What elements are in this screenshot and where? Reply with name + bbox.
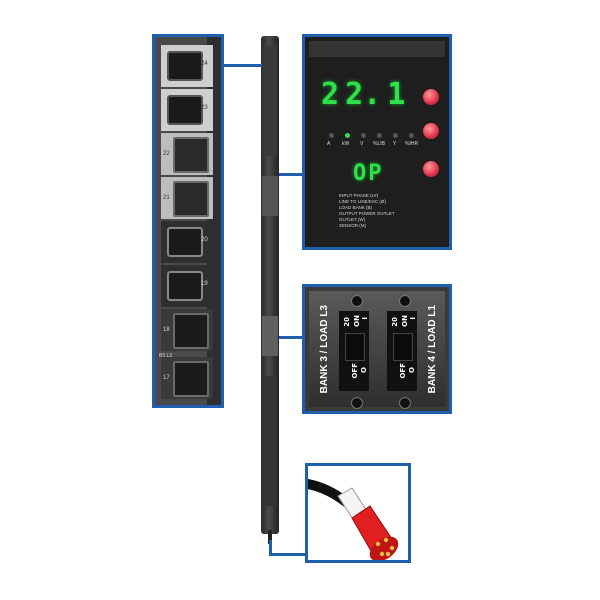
breaker-right-on-symbol: I bbox=[409, 317, 417, 320]
screw-bottom-right bbox=[399, 397, 411, 409]
mode-readout: OP bbox=[353, 161, 384, 186]
breaker-left-off-symbol: O bbox=[360, 367, 368, 373]
screw-bottom-left bbox=[351, 397, 363, 409]
menu-item-2: LINE TO LINE/ESC (Ø) bbox=[339, 199, 386, 204]
indicator-label-ihr: %IHR bbox=[405, 141, 419, 147]
breaker-right-amp: 20 bbox=[391, 317, 399, 327]
pdu-breaker-module bbox=[262, 316, 278, 356]
indicator-led-ihr bbox=[409, 133, 414, 138]
indicator-led-v bbox=[361, 133, 366, 138]
indicator-led-kw bbox=[345, 133, 350, 138]
outlet-17-number: 17 bbox=[163, 375, 170, 381]
breaker-left-off: OFF bbox=[351, 363, 359, 379]
iec-plug-image bbox=[308, 479, 399, 560]
digit-2: 2. bbox=[345, 77, 382, 112]
breaker-right-on: ON bbox=[401, 315, 409, 327]
bank-label: B3 L3 bbox=[159, 353, 173, 359]
outlet-24: 24 bbox=[161, 45, 213, 87]
outlet-21-socket bbox=[173, 181, 209, 217]
display-callout: 2 2. 1 A kW V %LIB Y %IHR OP INPUT PHASE… bbox=[302, 34, 452, 250]
breaker-faceplate bbox=[309, 291, 445, 407]
connector-line-display bbox=[279, 173, 304, 176]
indicator-label-lib: %LIB bbox=[373, 141, 385, 147]
pdu-lower-module bbox=[263, 376, 277, 506]
breaker-left-amp: 20 bbox=[343, 317, 351, 327]
display-bezel bbox=[309, 41, 445, 57]
outlet-17: 17 bbox=[161, 357, 213, 399]
select-button[interactable] bbox=[423, 161, 439, 177]
outlet-19: 19 bbox=[161, 265, 213, 307]
indicator-row: A kW V %LIB Y %IHR bbox=[327, 133, 419, 155]
outlet-21: 21 bbox=[161, 177, 213, 219]
outlet-22: 22 bbox=[161, 133, 213, 175]
pdu-display-module bbox=[262, 176, 278, 216]
outlet-20-socket bbox=[167, 227, 203, 257]
breaker-right-off-symbol: O bbox=[408, 367, 416, 373]
menu-item-6: SENSOR (M) bbox=[339, 223, 366, 228]
menu-item-5: OUTLET (W) bbox=[339, 217, 366, 222]
outlet-18-number: 18 bbox=[163, 327, 170, 333]
outlets-callout: 24 23 22 21 20 19 18 B3 L3 17 bbox=[152, 34, 224, 408]
breaker-left-on: ON bbox=[353, 315, 361, 327]
outlet-23-socket bbox=[167, 95, 203, 125]
menu-list: INPUT PHASE (L#) LINE TO LINE/ESC (Ø) LO… bbox=[339, 193, 419, 229]
outlet-18-socket bbox=[173, 313, 209, 349]
breaker-left-on-symbol: I bbox=[361, 317, 369, 320]
digit-3: 1 bbox=[387, 77, 406, 112]
screw-top-right bbox=[399, 295, 411, 307]
outlet-19-socket bbox=[167, 271, 203, 301]
bank-4-label: BANK 4 / LOAD L1 bbox=[427, 305, 438, 394]
outlet-24-number: 24 bbox=[201, 61, 208, 67]
digit-1: 2 bbox=[321, 77, 340, 112]
indicator-label-kw: kW bbox=[342, 141, 350, 147]
outlet-17-socket bbox=[173, 361, 209, 397]
outlet-22-socket bbox=[173, 137, 209, 173]
breaker-callout: 20 ON I OFF O 20 ON I OFF O BANK 3 / LOA… bbox=[302, 284, 452, 414]
breaker-right-off: OFF bbox=[399, 363, 407, 379]
indicator-label-v: V bbox=[360, 141, 364, 147]
indicator-label-y: Y bbox=[393, 141, 397, 147]
breaker-right-switch[interactable] bbox=[393, 333, 413, 361]
outlet-23: 23 bbox=[161, 89, 213, 131]
pdu-cable-end bbox=[268, 530, 272, 544]
down-button[interactable] bbox=[423, 123, 439, 139]
indicator-led-y bbox=[393, 133, 398, 138]
indicator-label-a: A bbox=[327, 141, 331, 147]
digit-readout: 2 2. 1 bbox=[321, 79, 425, 111]
connector-line-breaker bbox=[279, 336, 304, 339]
menu-item-1: INPUT PHASE (L#) bbox=[339, 193, 379, 198]
indicator-led-a bbox=[329, 133, 334, 138]
connector-line-plug-v bbox=[269, 540, 272, 556]
connector-line-plug-h bbox=[269, 553, 307, 556]
outlet-18: 18 bbox=[161, 309, 213, 351]
outlet-23-number: 23 bbox=[201, 105, 208, 111]
outlet-24-socket bbox=[167, 51, 203, 81]
outlet-20: 20 bbox=[161, 221, 213, 263]
menu-item-4: OUTPUT POWER OUTLET bbox=[339, 211, 395, 216]
connector-line-outlets bbox=[222, 64, 262, 67]
menu-item-3: LOAD BANK (B) bbox=[339, 205, 373, 210]
pdu-top-module bbox=[263, 46, 277, 156]
outlet-20-number: 20 bbox=[201, 237, 208, 243]
breaker-left-switch[interactable] bbox=[345, 333, 365, 361]
outlet-22-number: 22 bbox=[163, 151, 170, 157]
outlet-21-number: 21 bbox=[163, 195, 170, 201]
pdu-strip bbox=[261, 36, 279, 534]
plug-body bbox=[337, 487, 399, 560]
outlet-19-number: 19 bbox=[201, 281, 208, 287]
up-button[interactable] bbox=[423, 89, 439, 105]
bank-3-label: BANK 3 / LOAD L3 bbox=[319, 305, 330, 394]
indicator-led-lib bbox=[377, 133, 382, 138]
screw-top-left bbox=[351, 295, 363, 307]
plug-callout bbox=[305, 463, 411, 563]
